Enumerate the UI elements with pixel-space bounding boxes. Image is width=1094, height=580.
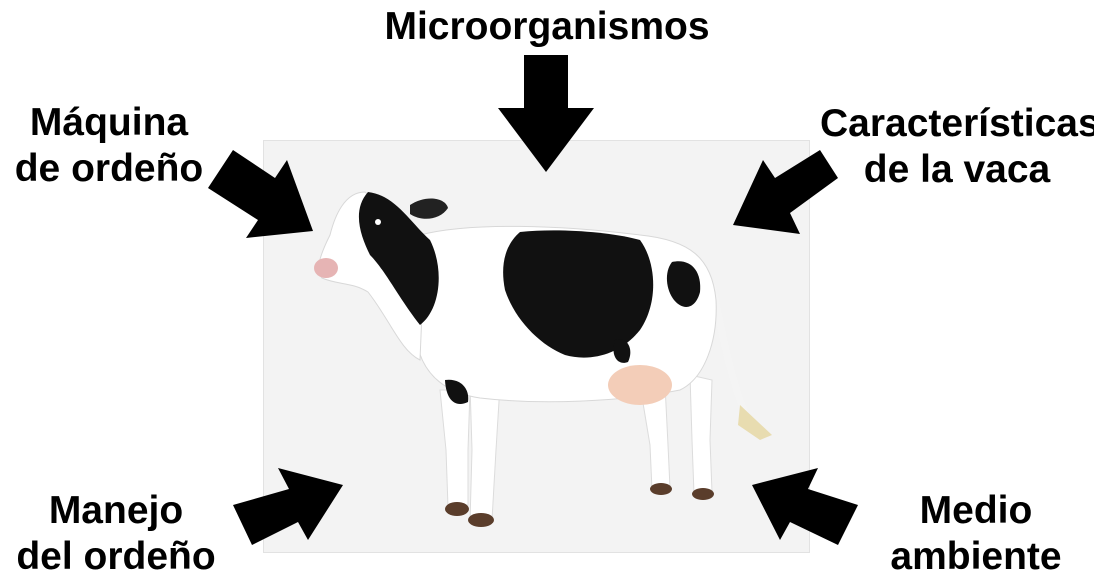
arrow-down-right-icon [208,150,313,238]
arrow-down-icon [498,55,594,172]
arrow-down-left-icon [733,150,838,234]
arrow-up-right-icon [233,468,343,545]
arrow-up-left-icon [752,468,858,545]
